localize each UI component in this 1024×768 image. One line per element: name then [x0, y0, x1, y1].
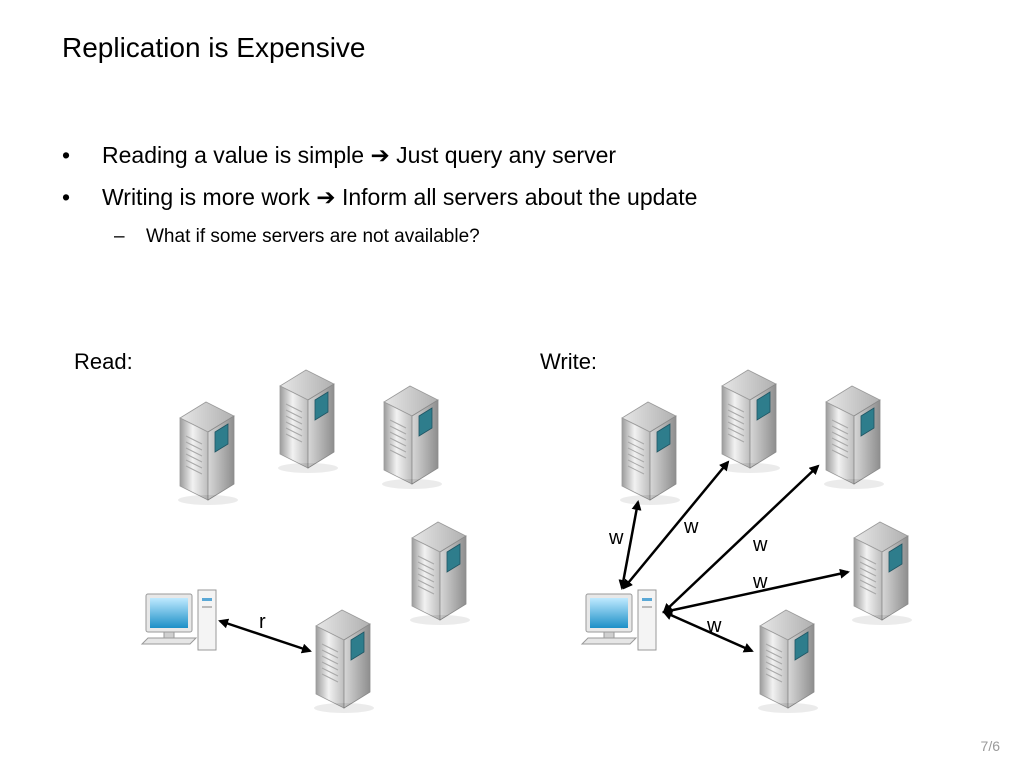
slide-title: Replication is Expensive [62, 32, 366, 63]
server-icon [823, 385, 885, 490]
write-edge-label: w [752, 534, 768, 556]
server-icon [177, 401, 239, 506]
read-edge-label: r [259, 611, 266, 633]
bullet-dot: • [62, 184, 71, 210]
desktop-computer-icon [141, 589, 217, 651]
bullet-dash: – [114, 226, 125, 247]
bullet-write-text: Writing is more work [102, 184, 310, 210]
server-icon [381, 385, 443, 490]
desktop-computer-icon [581, 589, 657, 651]
bullet-read-after: Just query any server [396, 142, 617, 168]
write-edge-label: w [706, 615, 722, 637]
page-number: 7/6 [980, 738, 1000, 754]
server-icon [619, 401, 681, 506]
bullet-dot: • [62, 142, 71, 168]
read-arrow [218, 618, 312, 654]
read-label: Read: [74, 349, 133, 374]
server-icon [409, 521, 471, 626]
write-arrow [662, 464, 820, 614]
write-arrow [662, 610, 754, 653]
right-arrow-icon: ➔ [316, 184, 336, 210]
sub-bullet-text: What if some servers are not available? [146, 226, 480, 247]
write-arrow [662, 568, 850, 616]
bullet-write-after: Inform all servers about the update [341, 184, 698, 210]
server-icon [719, 369, 781, 474]
server-icon [757, 609, 819, 714]
write-edge-label: w [608, 527, 624, 549]
write-edge-label: w [683, 516, 699, 538]
write-edge-label: w [752, 571, 768, 593]
server-icon [277, 369, 339, 474]
right-arrow-icon: ➔ [370, 142, 390, 168]
server-icon [851, 521, 913, 626]
server-icon [313, 609, 375, 714]
bullet-read-text: Reading a value is simple [102, 142, 365, 168]
write-label: Write: [540, 349, 598, 374]
